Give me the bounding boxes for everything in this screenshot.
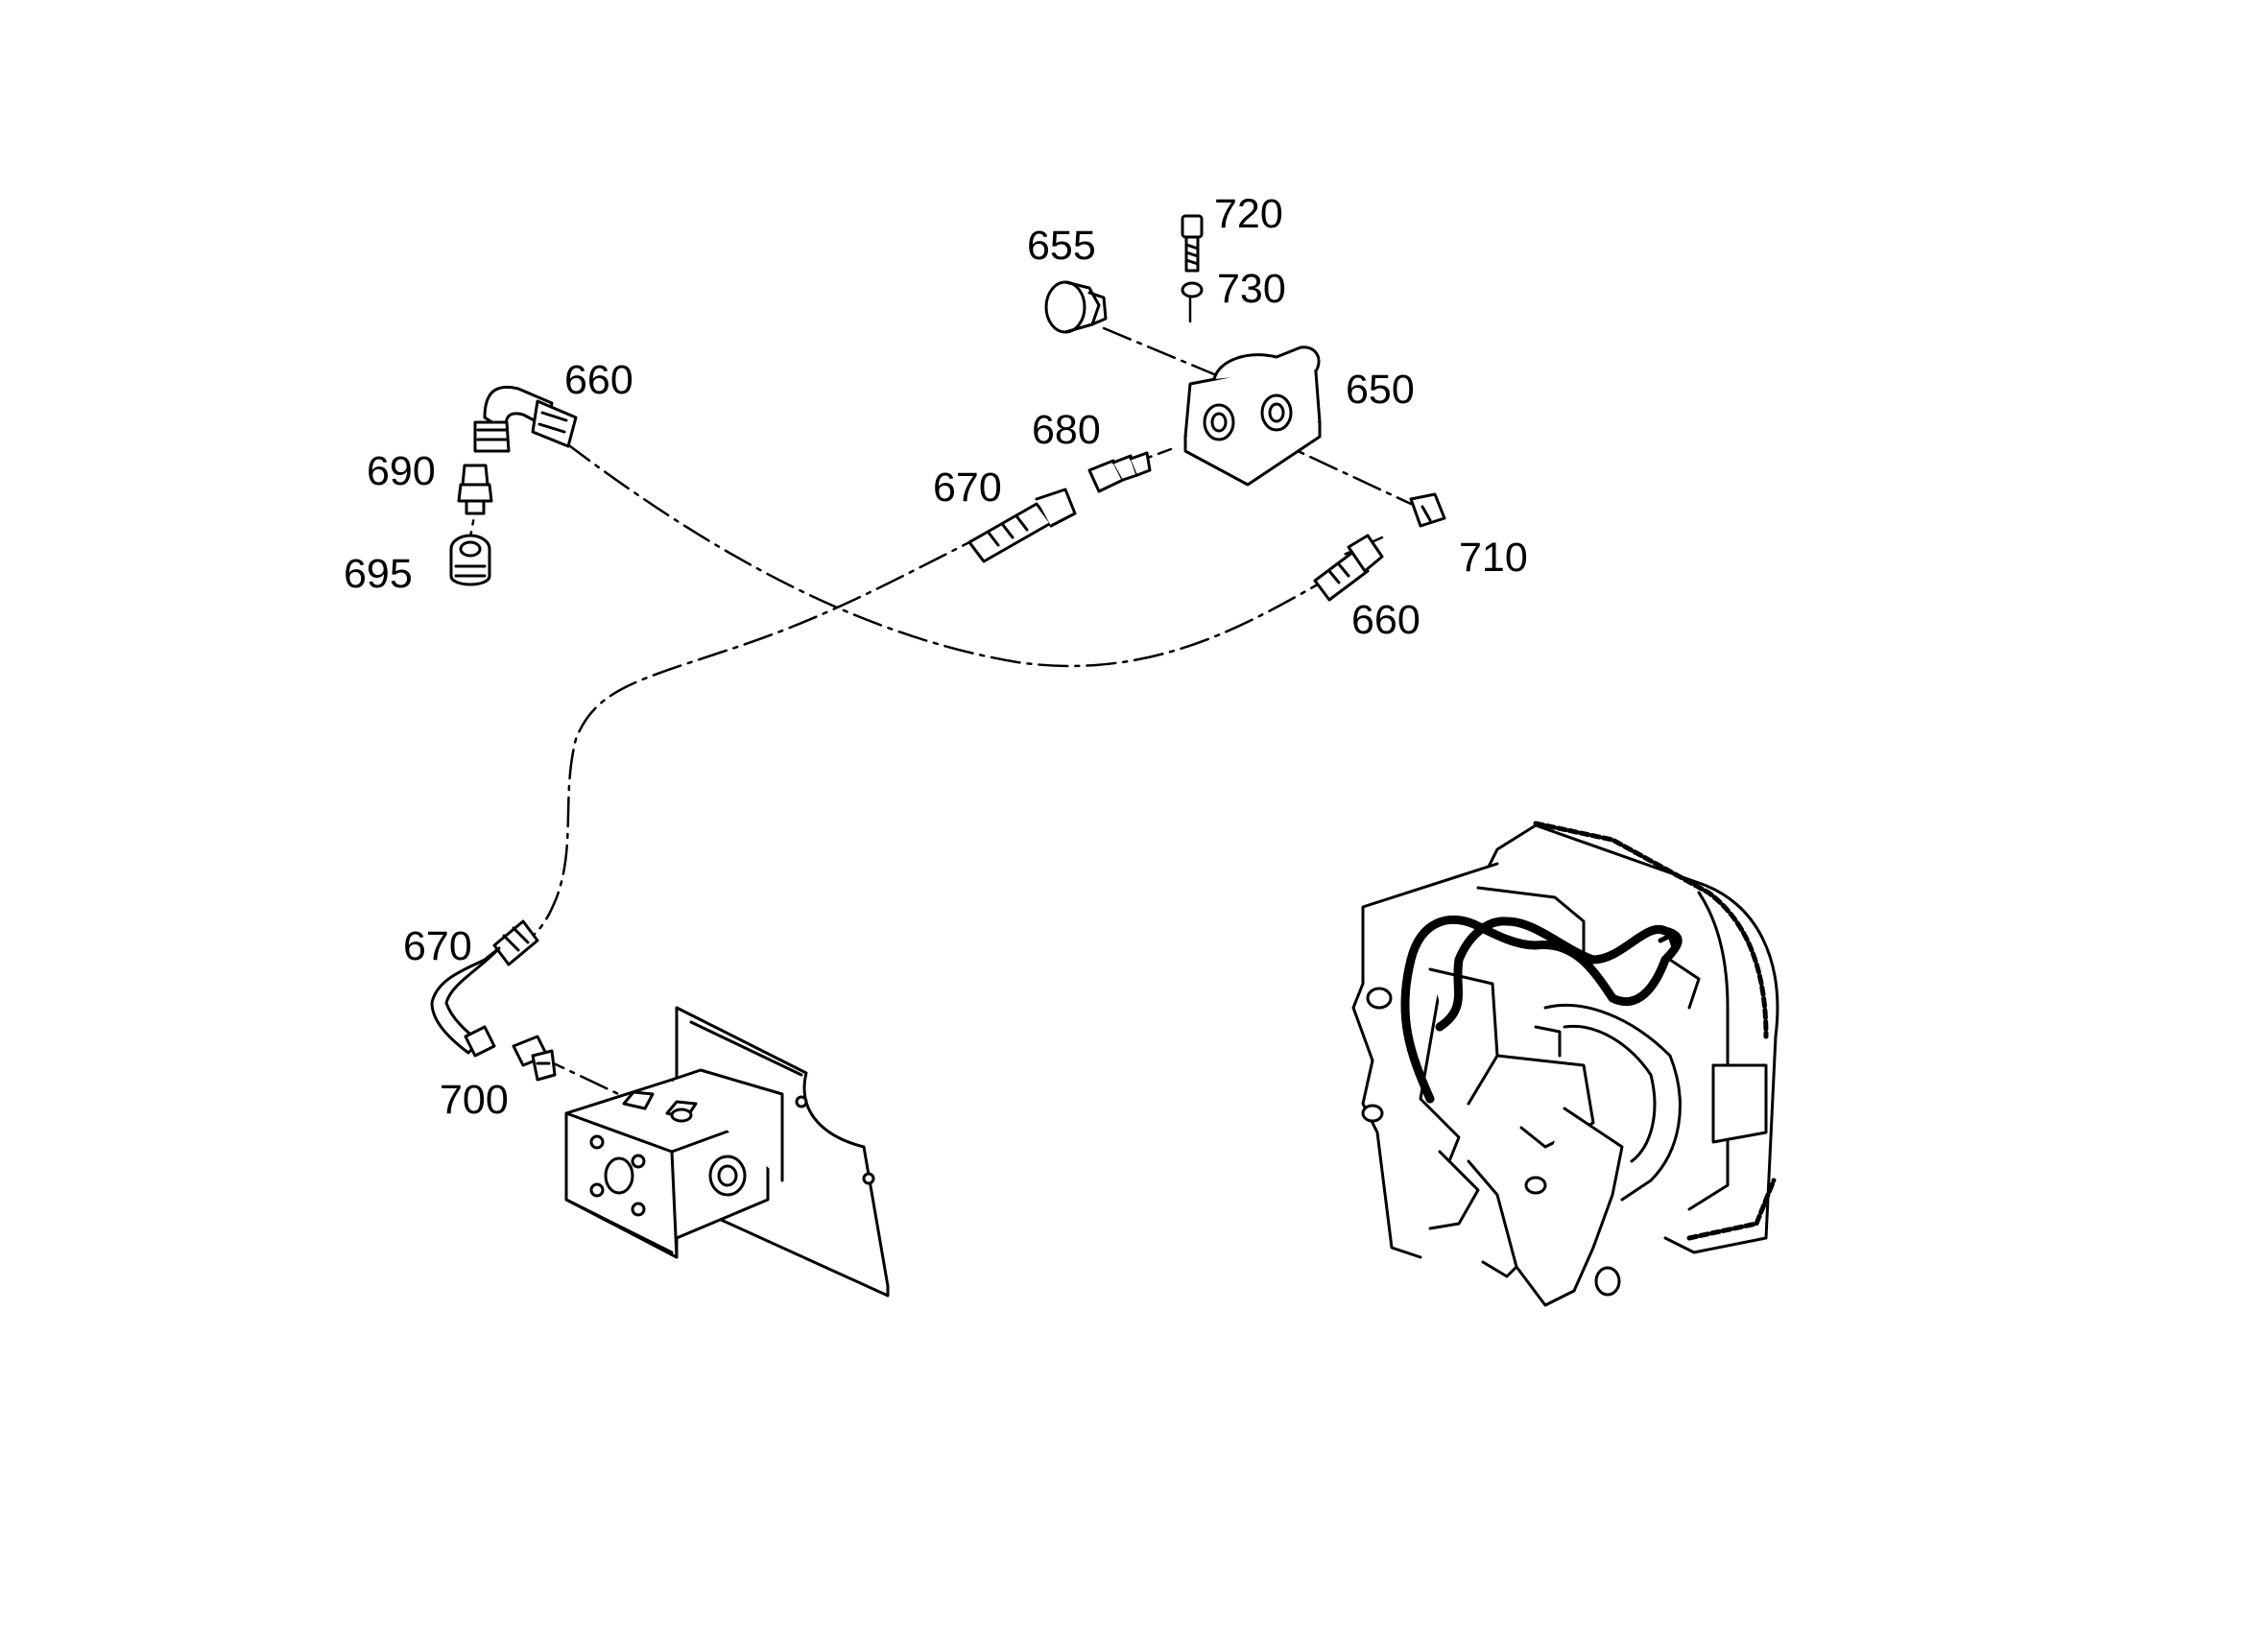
callout-660-right: 660 — [1351, 597, 1420, 643]
callout-690: 690 — [367, 448, 436, 494]
callout-660-top: 660 — [564, 357, 633, 403]
transmission-housing — [1351, 823, 1779, 1307]
elbow-710 — [1409, 492, 1446, 528]
callout-670-bottom: 670 — [403, 923, 472, 969]
fitting-700 — [512, 1035, 557, 1082]
callout-700: 700 — [440, 1077, 509, 1123]
valve-block-650 — [1183, 345, 1322, 487]
plug-655 — [1044, 280, 1108, 334]
elbow-hose-660 — [473, 385, 578, 453]
elbow-hose-670 — [430, 919, 539, 1058]
hose-end-660-right — [1313, 534, 1384, 602]
callout-655: 655 — [1027, 223, 1096, 269]
fitting-690 — [457, 464, 493, 515]
callout-680: 680 — [1032, 407, 1101, 453]
callout-730: 730 — [1217, 266, 1286, 312]
callout-650: 650 — [1346, 367, 1415, 413]
washer-730 — [1181, 281, 1204, 298]
screw-720 — [1181, 214, 1204, 273]
hose-end-670-top — [967, 488, 1077, 563]
callout-695: 695 — [344, 551, 413, 597]
callout-720: 720 — [1214, 191, 1283, 237]
wiring-harness — [1400, 915, 1683, 1104]
housing-gasket-edge — [1533, 821, 1769, 1039]
callout-labels: 720 655 730 660 650 680 690 670 695 710 … — [344, 191, 1528, 1123]
adapter-695 — [449, 534, 491, 586]
callout-710: 710 — [1459, 535, 1528, 581]
fitting-680 — [1087, 451, 1152, 493]
callout-670-top: 670 — [933, 465, 1002, 511]
mounting-bracket-assembly — [564, 1006, 890, 1298]
